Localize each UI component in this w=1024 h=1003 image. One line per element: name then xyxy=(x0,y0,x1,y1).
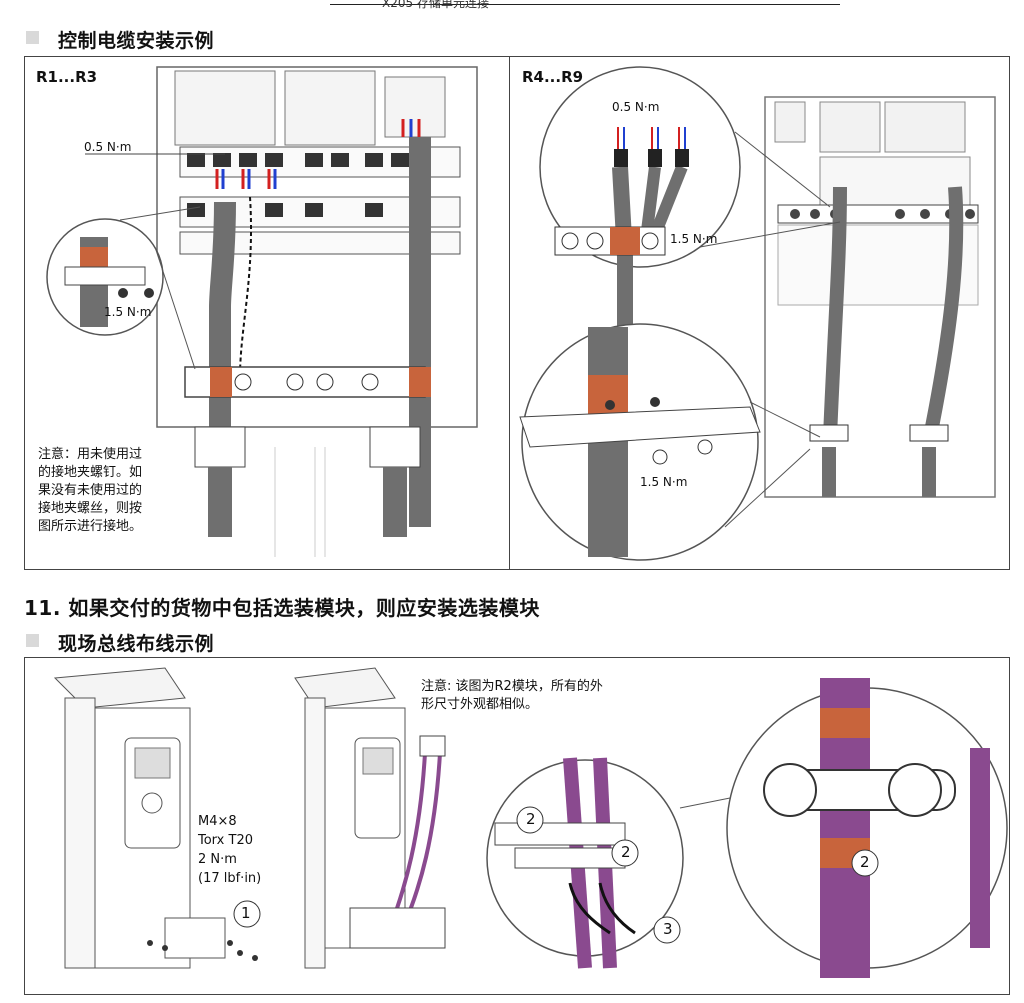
r1-r3-label: R1...R3 xyxy=(36,68,98,86)
note-line: 注意: 该图为R2模块，所有的外 xyxy=(421,679,603,694)
step-11-title: 11. 如果交付的货物中包括选装模块，则应安装选装模块 xyxy=(24,596,540,620)
screw-size: M4×8 xyxy=(198,814,237,829)
callout-1: 1 xyxy=(241,904,251,922)
fieldbus-drawing xyxy=(53,667,1008,978)
torque-1-5-right-top: 1.5 N·m xyxy=(670,232,718,246)
panel-divider xyxy=(509,56,510,570)
note-line: 的接地夹螺钉。如 xyxy=(38,465,143,480)
section-title-control-cable: 控制电缆安装示例 xyxy=(58,30,215,52)
note-line: 注意：用未使用过 xyxy=(38,447,143,462)
r4-r9-label: R4...R9 xyxy=(522,68,584,86)
torque-1-5-left: 1.5 N·m xyxy=(104,305,152,319)
screw-spec: M4×8 Torx T20 2 N·m (17 lbf·in) xyxy=(198,812,261,888)
r2-module-note: 注意: 该图为R2模块，所有的外 形尺寸外观都相似。 xyxy=(421,678,603,714)
screw-drive: Torx T20 xyxy=(198,833,253,848)
r4-r9-drawing xyxy=(519,66,996,561)
note-line: 果没有未使用过的 xyxy=(38,483,143,498)
note-line: 图所示进行接地。 xyxy=(38,519,143,534)
screw-torque: 2 N·m xyxy=(198,852,237,867)
callout-2a: 2 xyxy=(526,810,536,828)
ground-clamp-note: 注意：用未使用过 的接地夹螺钉。如 果没有未使用过的 接地夹螺丝，则按 图所示进… xyxy=(38,446,168,536)
section-marker xyxy=(26,634,39,647)
torque-0-5-right: 0.5 N·m xyxy=(612,100,660,114)
note-line: 接地夹螺丝，则按 xyxy=(38,501,143,516)
note-line: 形尺寸外观都相似。 xyxy=(421,697,539,712)
screw-torque-imperial: (17 lbf·in) xyxy=(198,871,262,886)
torque-1-5-right-bottom: 1.5 N·m xyxy=(640,475,688,489)
running-header: X205 存储单元连接 xyxy=(382,0,489,10)
r1-r3-drawing xyxy=(46,66,478,557)
header-rule xyxy=(330,4,840,5)
callout-2c: 2 xyxy=(860,853,870,871)
section-marker xyxy=(26,31,39,44)
torque-0-5-left: 0.5 N·m xyxy=(84,140,132,154)
callout-2b: 2 xyxy=(621,843,631,861)
section-title-fieldbus: 现场总线布线示例 xyxy=(58,633,215,655)
callout-3: 3 xyxy=(663,920,673,938)
